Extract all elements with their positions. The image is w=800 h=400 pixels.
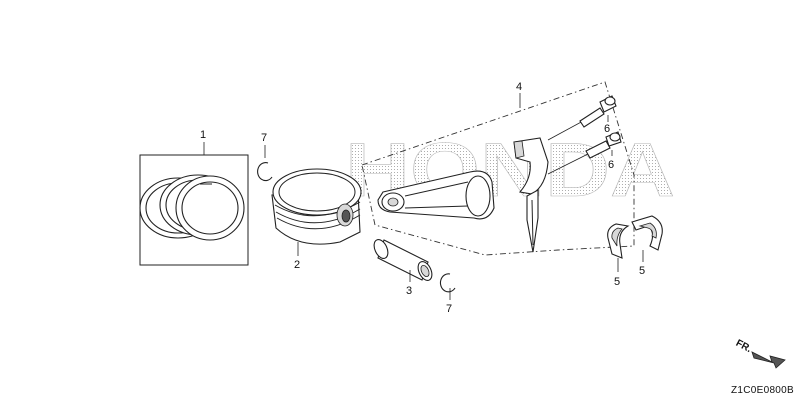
connecting-rod	[377, 170, 495, 220]
callout-bolt-upper: 6	[604, 123, 610, 135]
diagram-code: Z1C0E0800B	[730, 385, 794, 396]
callout-rod: 4	[516, 81, 522, 93]
callout-clip-lower: 7	[446, 303, 452, 315]
rod-bolt-lower	[547, 131, 622, 175]
connecting-rod-cap	[513, 137, 549, 253]
piston-pin-clip-lower	[439, 273, 456, 293]
callout-piston: 2	[294, 259, 300, 271]
callout-bearing-b: 5	[639, 265, 645, 277]
front-direction-label: FR.	[734, 338, 754, 355]
callout-rings: 1	[200, 129, 206, 141]
callout-bolt-lower: 6	[608, 159, 614, 171]
callout-pin: 3	[406, 285, 412, 297]
front-direction-indicator: FR.	[734, 338, 786, 369]
piston-pin	[373, 239, 433, 281]
piston	[271, 168, 362, 245]
rod-bearing-half-a	[607, 223, 630, 259]
rod-bearing-half-b	[631, 215, 663, 251]
piston-ring-set	[139, 154, 249, 266]
rod-bolt-upper	[547, 95, 617, 141]
callout-clip-upper: 7	[261, 132, 267, 144]
piston-pin-clip-upper	[257, 162, 273, 182]
front-arrow-icon	[751, 351, 786, 369]
callout-bearing-a: 5	[614, 276, 620, 288]
